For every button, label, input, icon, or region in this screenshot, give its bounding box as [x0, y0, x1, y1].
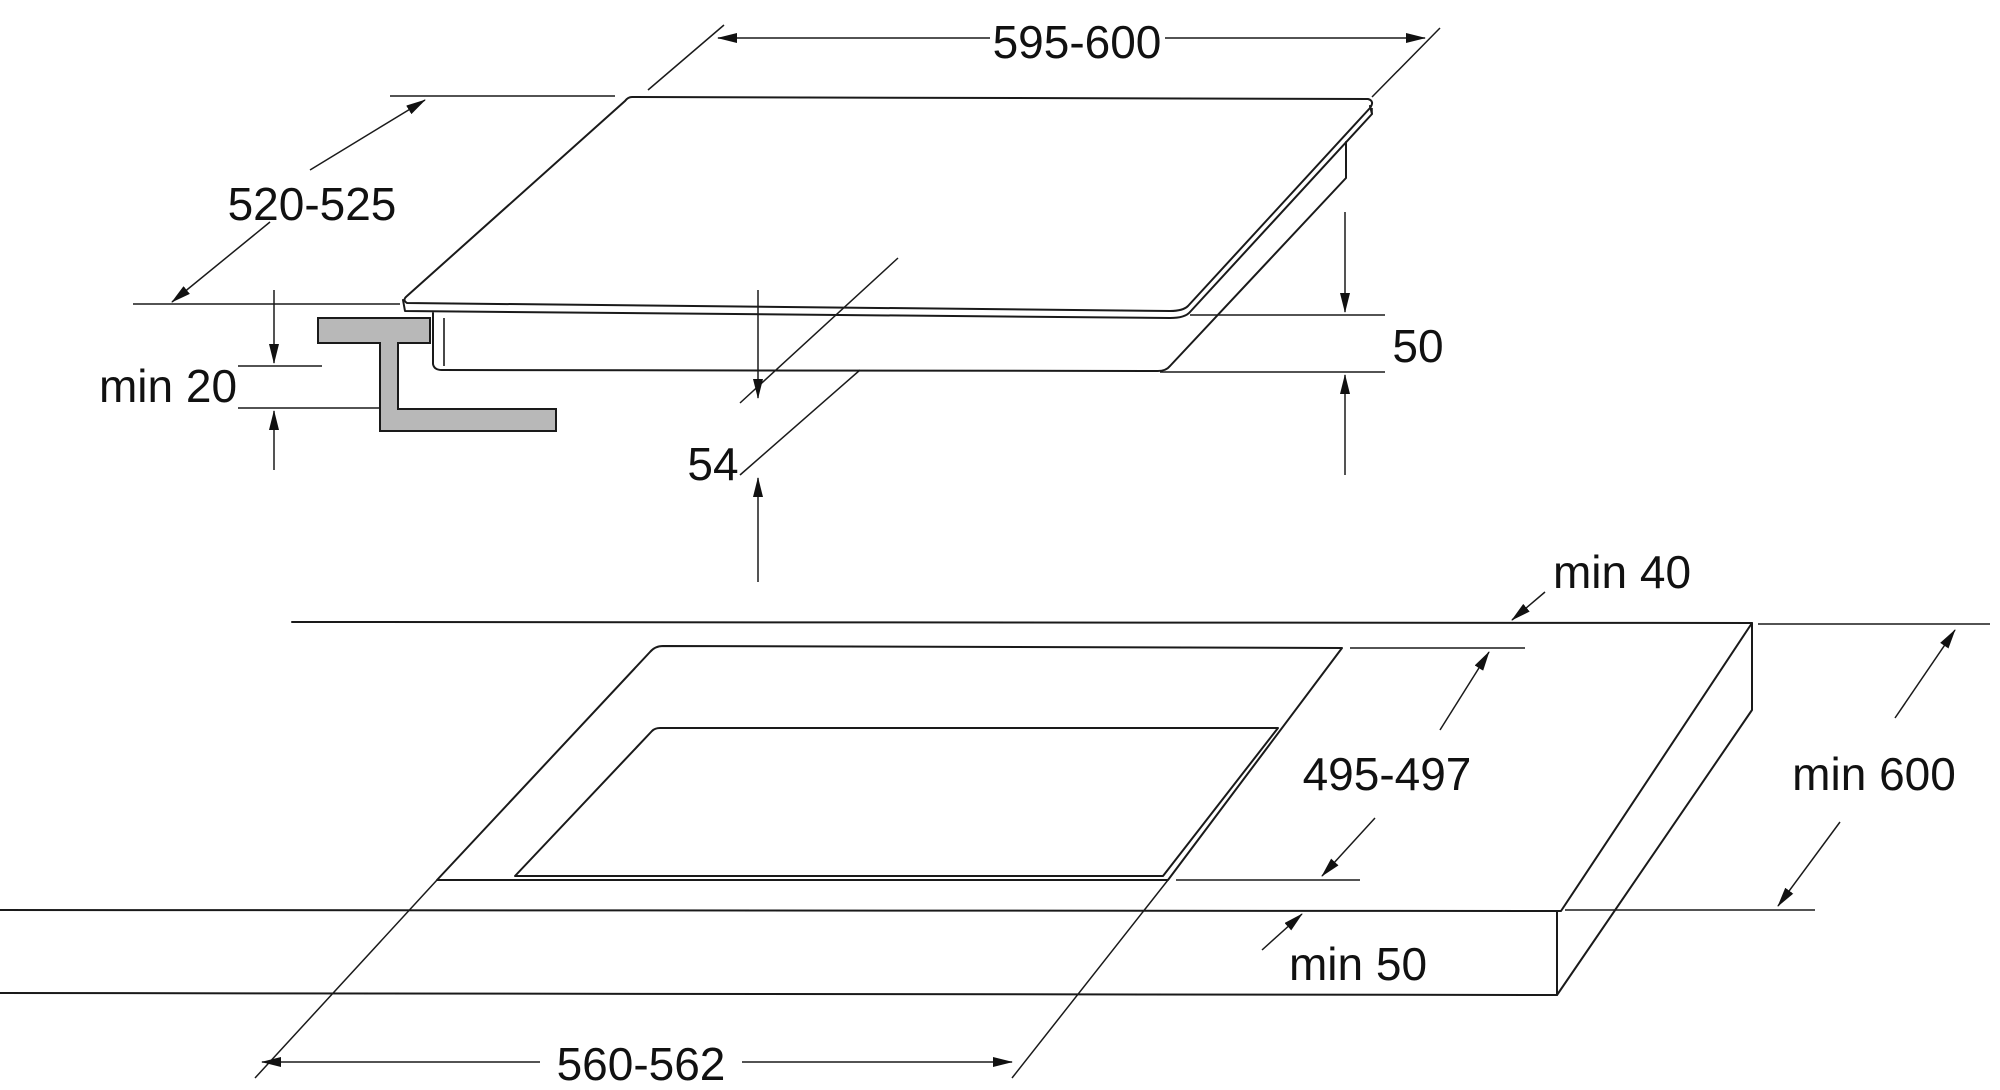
label-hob-height: 50 — [1392, 320, 1443, 372]
worktop-side-face — [1556, 622, 1753, 996]
dim-cutout-depth: 495-497 — [1176, 647, 1525, 881]
hob-glass-front-edge — [402, 105, 1373, 319]
dim-worktop-thickness: min 20 — [99, 290, 380, 470]
bracket-shape — [317, 317, 557, 432]
label-hob-depth: 520-525 — [228, 178, 397, 230]
dim-hob-width: 595-600 — [647, 16, 1441, 98]
dim-hob-height: 50 — [1160, 212, 1444, 475]
hob-drawing — [402, 96, 1374, 372]
mounting-bracket — [317, 317, 557, 432]
dim-rear-gap: min 40 — [1511, 546, 1691, 621]
dim-front-gap: min 50 — [1261, 913, 1427, 990]
label-hob-body: 54 — [687, 438, 738, 490]
dim-cutout-width: 560-562 — [254, 879, 1169, 1090]
hob-glass-top — [403, 96, 1374, 312]
cutout-inner-edge — [514, 727, 1279, 877]
dim-hob-body: 54 — [687, 257, 899, 582]
dim-hob-depth: 520-525 — [133, 95, 615, 305]
label-cutout-depth: 495-497 — [1303, 748, 1472, 800]
dim-worktop-depth: min 600 — [1565, 623, 1990, 911]
cutout-outer-edge — [436, 645, 1343, 881]
worktop-top-face — [0, 621, 1753, 912]
hob-body — [432, 141, 1347, 372]
label-rear-gap: min 40 — [1553, 546, 1691, 598]
label-front-gap: min 50 — [1289, 938, 1427, 990]
label-hob-width: 595-600 — [993, 16, 1162, 68]
label-worktop-depth: min 600 — [1792, 748, 1956, 800]
label-cutout-width: 560-562 — [557, 1038, 726, 1090]
worktop-drawing — [0, 621, 1753, 996]
label-worktop-thickness: min 20 — [99, 360, 237, 412]
